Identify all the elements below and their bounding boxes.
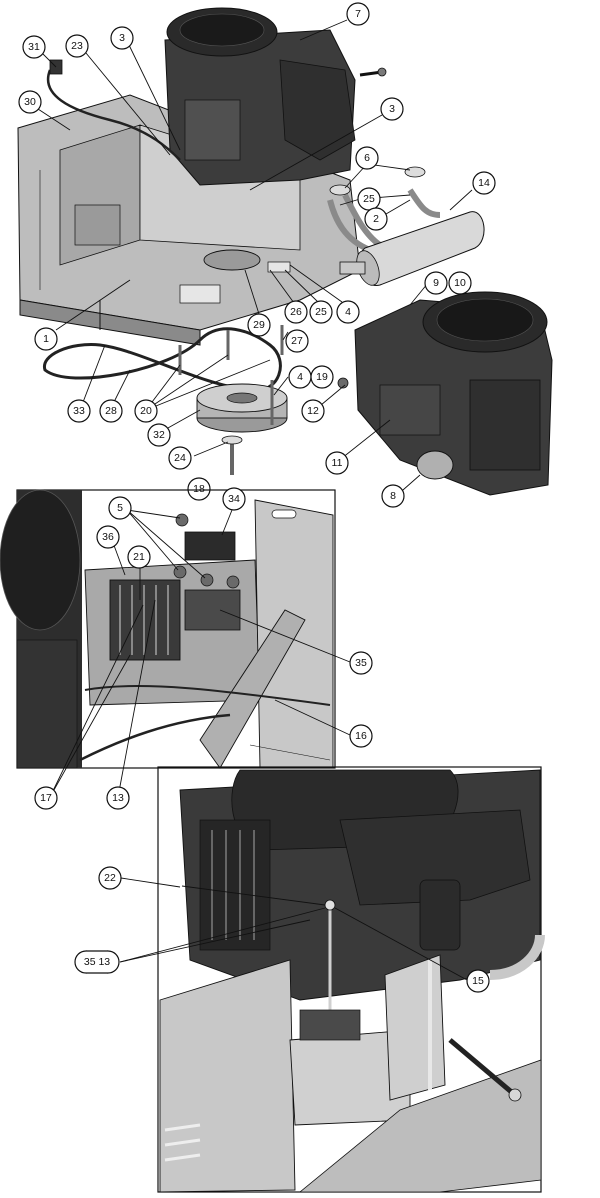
callout-21: 21 [127,545,151,569]
callout-12: 12 [301,399,325,423]
svg-text:10: 10 [454,277,466,289]
engine-right [337,291,553,496]
svg-text:8: 8 [390,490,396,502]
engine-top [164,7,387,186]
svg-text:13: 13 [112,792,124,804]
callout-16: 16 [349,724,373,748]
svg-text:34: 34 [228,493,240,505]
svg-text:25: 25 [363,193,375,205]
svg-text:19: 19 [316,371,328,383]
svg-text:29: 29 [253,319,265,331]
svg-text:32: 32 [153,429,165,441]
callout-1: 1 [34,327,58,351]
callout-18: 18 [187,477,211,501]
relay-block [184,589,241,631]
exhaust-pipes [327,193,382,253]
callout-23: 23 [65,34,89,58]
svg-text:26: 26 [290,306,302,318]
svg-text:4: 4 [297,371,303,383]
svg-text:2: 2 [373,213,379,225]
callout-9: 9 [424,271,448,295]
callout-35a: 35 [349,651,373,675]
svg-text:6: 6 [364,152,370,164]
svg-text:7: 7 [355,8,361,20]
svg-text:28: 28 [105,405,117,417]
callout-4b: 4 [288,365,312,389]
callout-11: 11 [325,451,349,475]
gasket-6a [329,184,351,196]
callout-5: 5 [108,496,132,520]
svg-text:18: 18 [193,483,205,495]
callout-27: 27 [285,329,309,353]
svg-text:4: 4 [345,306,351,318]
top-engine-assembly: 7 3 31 23 30 3 6 14 25 2 9 10 1 29 26 25… [17,2,553,508]
callout-25a: 25 [357,187,381,211]
drive-belt [43,327,282,392]
svg-text:3: 3 [389,103,395,115]
relays-34 [184,531,236,561]
callout-26: 26 [284,300,308,324]
callout-10: 10 [448,271,472,295]
svg-text:3: 3 [119,32,125,44]
svg-text:5: 5 [117,502,123,514]
callout-35-13: 35 13 [74,950,120,974]
callout-3a: 3 [110,26,134,50]
svg-text:15: 15 [472,975,484,987]
svg-text:22: 22 [104,872,116,884]
callout-28: 28 [99,399,123,423]
svg-text:9: 9 [433,277,439,289]
callout-8: 8 [381,484,405,508]
svg-text:35: 35 [355,657,367,669]
svg-text:36: 36 [102,531,114,543]
callout-33: 33 [67,399,91,423]
svg-text:35 13: 35 13 [84,956,110,968]
svg-text:33: 33 [73,405,85,417]
svg-text:25: 25 [315,306,327,318]
svg-text:17: 17 [40,792,52,804]
svg-text:14: 14 [478,177,490,189]
callout-31: 31 [22,35,46,59]
svg-text:20: 20 [140,405,152,417]
callout-3b: 3 [380,97,404,121]
svg-text:24: 24 [174,452,186,464]
muffler [339,211,485,286]
wire-harness [46,69,181,161]
middle-detail-view: 5 34 36 21 35 16 17 13 [0,487,373,810]
callout-22: 22 [98,866,122,890]
bottom-leaders [119,877,468,981]
callout-24: 24 [168,446,192,470]
callout-29: 29 [247,313,271,337]
callout-17: 17 [34,786,58,810]
callout-25b: 25 [309,300,333,324]
svg-text:11: 11 [332,457,343,469]
callout-2: 2 [364,207,388,231]
svg-text:16: 16 [355,730,367,742]
callout-7: 7 [346,2,370,26]
gasket-6b [404,166,426,178]
callout-6: 6 [355,146,379,170]
bottom-detail-view: 22 35 13 15 [74,766,545,1193]
svg-text:21: 21 [133,551,145,563]
callout-13a: 13 [106,786,130,810]
callout-14: 14 [472,171,496,195]
electric-clutch [196,383,288,433]
svg-text:30: 30 [24,96,36,108]
callout-30: 30 [18,90,42,114]
callout-15: 15 [466,969,490,993]
callout-36: 36 [96,525,120,549]
svg-text:23: 23 [71,40,83,52]
callout-19: 19 [310,365,334,389]
svg-text:27: 27 [291,335,303,347]
svg-text:31: 31 [28,41,40,53]
pulley [203,249,261,271]
callout-20: 20 [134,399,158,423]
svg-text:12: 12 [307,405,319,417]
svg-text:1: 1 [43,333,49,345]
callout-4a: 4 [336,300,360,324]
callout-34: 34 [222,487,246,511]
callout-32: 32 [147,423,171,447]
